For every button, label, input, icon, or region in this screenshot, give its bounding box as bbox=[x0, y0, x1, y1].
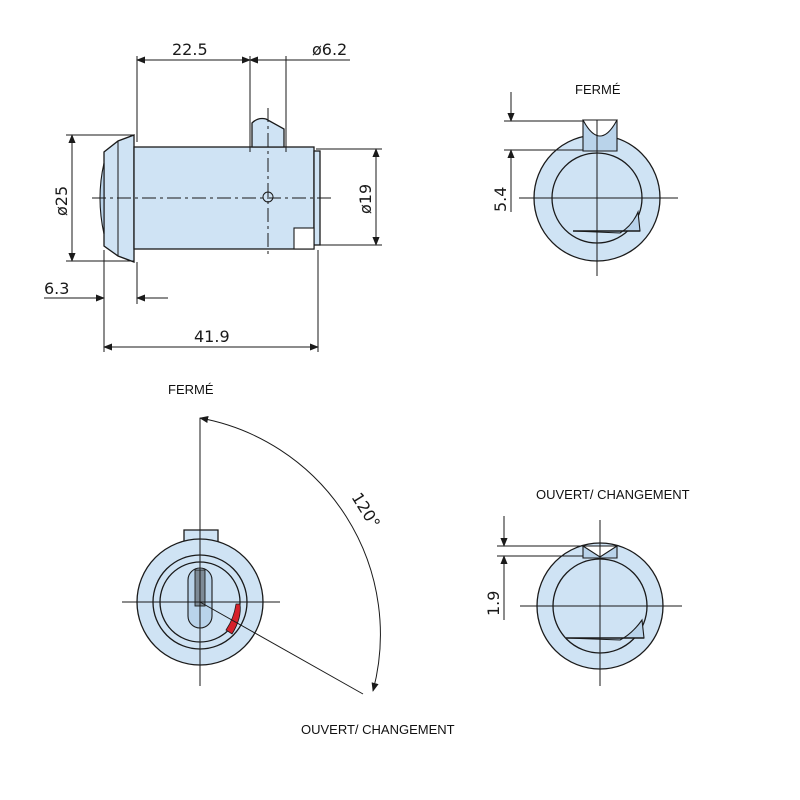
label-ouvert-bottom: OUVERT/ CHANGEMENT bbox=[301, 722, 455, 737]
dim-22-5: 22.5 bbox=[172, 40, 208, 59]
end-view-ferme: FERMÉ 5.4 bbox=[491, 82, 678, 276]
rotation-arc bbox=[199, 415, 381, 692]
label-ferme-front: FERMÉ bbox=[168, 382, 214, 397]
dim-dia-6-2: ø6.2 bbox=[312, 40, 347, 59]
label-ferme-top: FERMÉ bbox=[575, 82, 621, 97]
dim-dia-25: ø25 bbox=[52, 186, 71, 216]
dim-5-4: 5.4 bbox=[491, 187, 510, 212]
dim-41-9: 41.9 bbox=[194, 327, 230, 346]
front-view: FERMÉ 120° OUVERT/ CHANGEMENT bbox=[122, 382, 455, 737]
dim-1-9: 1.9 bbox=[484, 591, 503, 616]
label-ouvert-side: OUVERT/ CHANGEMENT bbox=[536, 487, 690, 502]
key-pin bbox=[251, 117, 285, 148]
side-view: 22.5 ø6.2 ø25 ø19 6.3 41.9 bbox=[44, 40, 382, 352]
cam-notch bbox=[293, 227, 315, 250]
dim-dia-19: ø19 bbox=[356, 184, 375, 214]
dim-angle-120: 120° bbox=[348, 489, 385, 532]
dim-6-3: 6.3 bbox=[44, 279, 69, 298]
end-view-ouvert: OUVERT/ CHANGEMENT 1.9 bbox=[484, 487, 690, 686]
